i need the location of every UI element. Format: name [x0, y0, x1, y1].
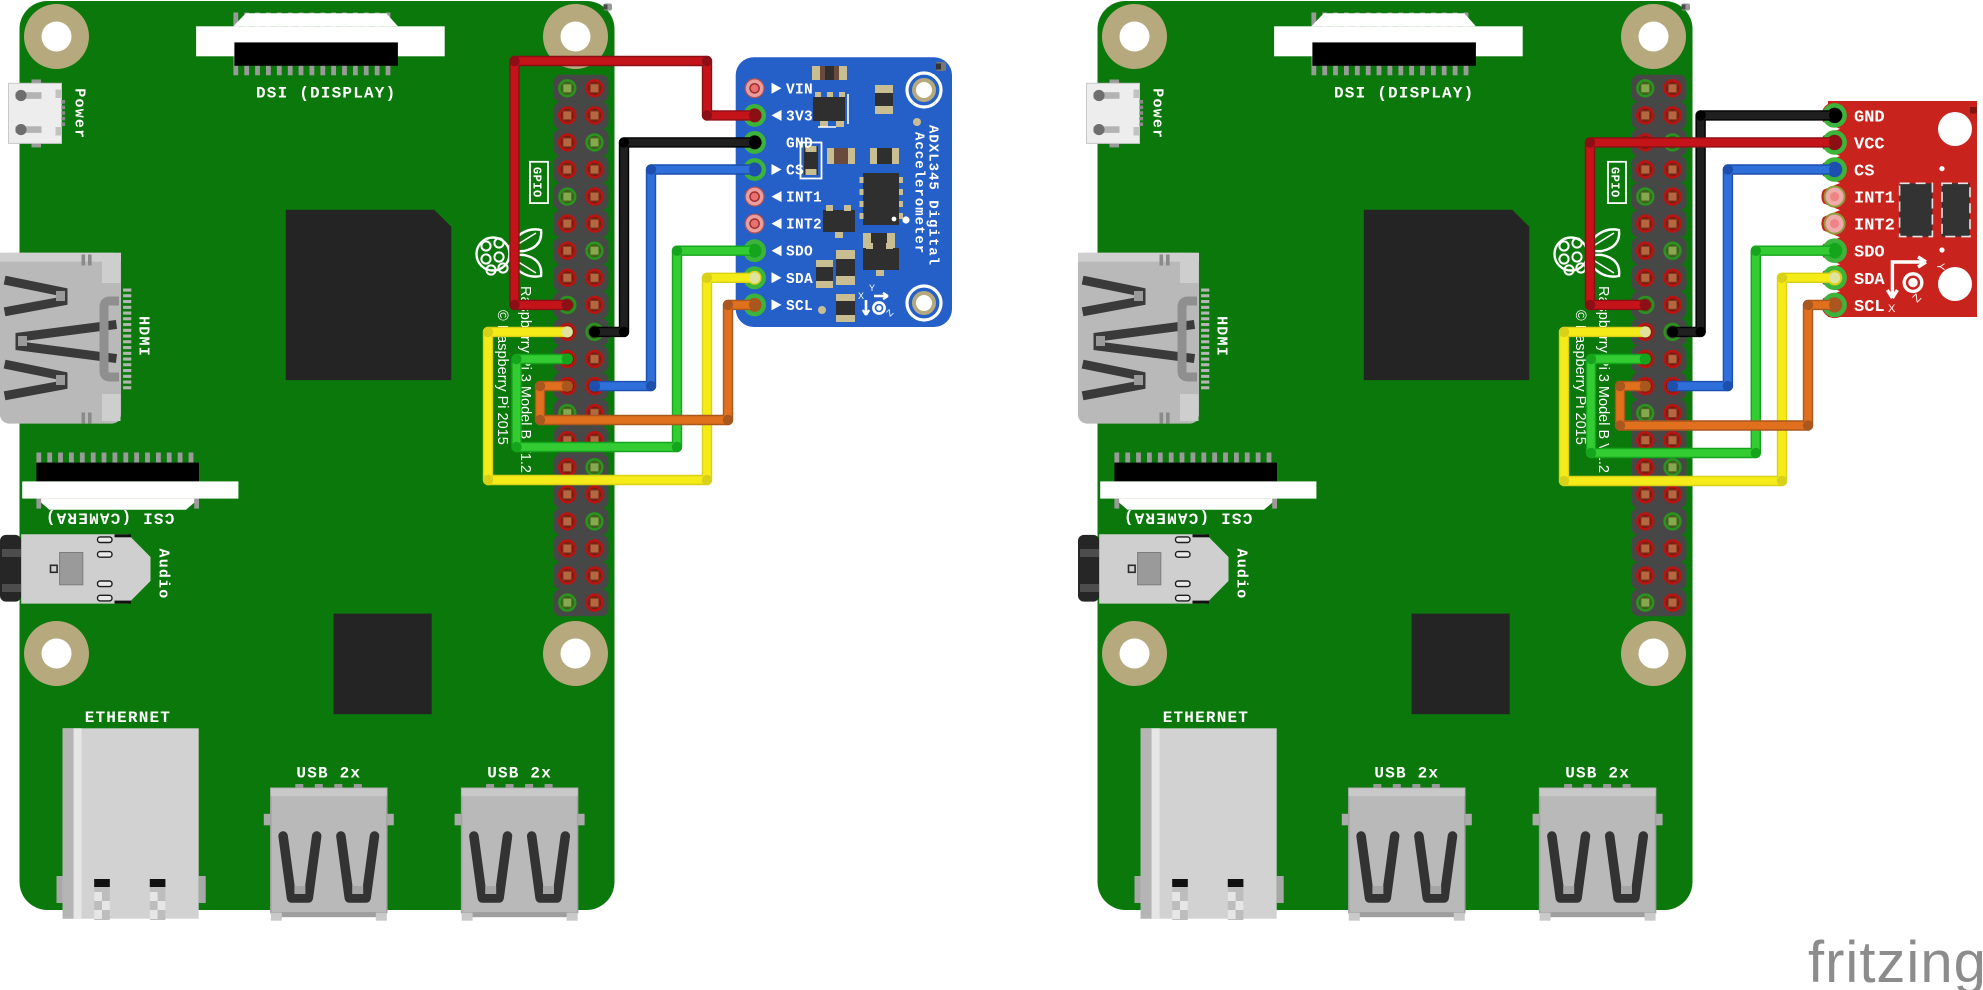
- svg-text:INT2: INT2: [1854, 217, 1895, 236]
- svg-text:Accelerometer: Accelerometer: [911, 132, 927, 254]
- svg-text:Power: Power: [71, 88, 88, 139]
- svg-text:DSI (DISPLAY): DSI (DISPLAY): [256, 85, 396, 103]
- svg-text:X: X: [858, 291, 864, 301]
- svg-text:SDO: SDO: [1854, 244, 1885, 263]
- svg-text:GND: GND: [1854, 108, 1885, 127]
- svg-text:ADXL345 Digital: ADXL345 Digital: [925, 125, 941, 266]
- svg-text:SDA: SDA: [786, 272, 813, 288]
- svg-text:CSI (CAMERA): CSI (CAMERA): [45, 509, 175, 527]
- svg-text:VCC: VCC: [1854, 135, 1885, 154]
- svg-text:USB 2x: USB 2x: [487, 765, 552, 783]
- svg-text:SDA: SDA: [1854, 271, 1885, 290]
- svg-text:Y: Y: [1934, 263, 1946, 271]
- svg-text:HDMI: HDMI: [135, 316, 152, 357]
- svg-text:GPIO: GPIO: [530, 167, 544, 198]
- svg-text:Audio: Audio: [155, 548, 172, 599]
- svg-text:ETHERNET: ETHERNET: [85, 709, 171, 727]
- svg-text:GND: GND: [786, 136, 813, 152]
- svg-text:VIN: VIN: [786, 82, 813, 98]
- svg-text:X: X: [1888, 303, 1896, 315]
- svg-text:Z: Z: [884, 307, 895, 318]
- svg-text:USB 2x: USB 2x: [296, 765, 361, 783]
- svg-text:Y: Y: [869, 283, 875, 293]
- svg-text:INT1: INT1: [786, 191, 822, 207]
- svg-text:INT1: INT1: [1854, 190, 1895, 209]
- svg-text:CS: CS: [786, 164, 804, 180]
- svg-text:SDO: SDO: [786, 245, 813, 261]
- svg-text:3V3: 3V3: [786, 109, 813, 125]
- svg-text:© Raspberry Pi 2015: © Raspberry Pi 2015: [494, 310, 510, 445]
- svg-text:INT2: INT2: [786, 218, 822, 234]
- svg-text:SCL: SCL: [1854, 298, 1885, 317]
- svg-text:SCL: SCL: [786, 299, 813, 315]
- svg-text:fritzing: fritzing: [1808, 930, 1983, 990]
- svg-text:CS: CS: [1854, 163, 1874, 182]
